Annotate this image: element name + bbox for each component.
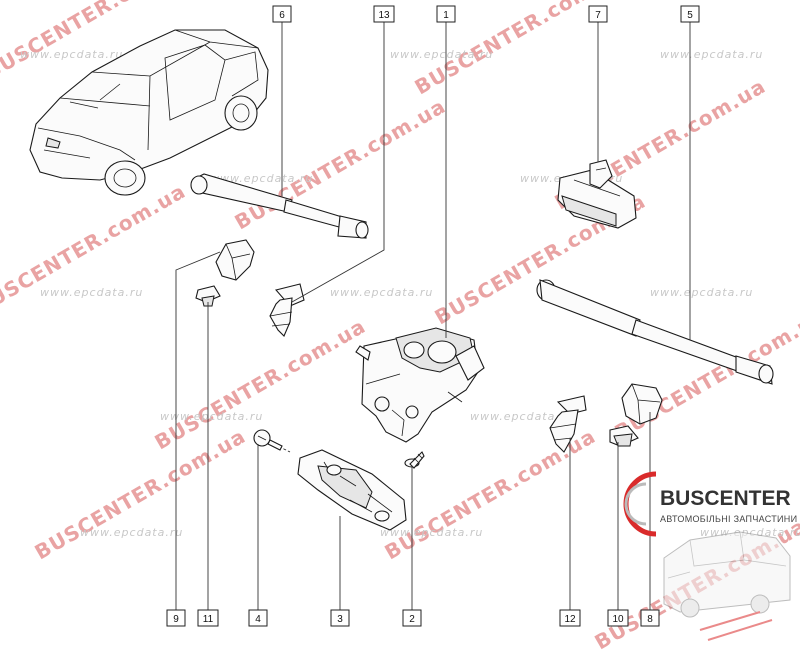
wm-suffix: .com.ua — [354, 94, 449, 163]
plate-lamp-7 — [557, 159, 637, 229]
wm-epc: www.epcdata.ru — [660, 48, 763, 61]
callout-5: 5 — [680, 5, 700, 23]
wm-suffix: .com.ua — [94, 179, 189, 248]
logo-inner-arc-icon — [624, 482, 647, 526]
callout-13: 13 — [373, 5, 395, 23]
gas-strut-6 — [190, 173, 369, 239]
callout-9: 9 — [166, 609, 186, 627]
svg-text:13: 13 — [378, 10, 390, 21]
callout-7: 7 — [588, 5, 608, 23]
wm-epc: www.epcdata.ru — [390, 48, 493, 61]
callout-11: 11 — [197, 609, 219, 627]
bump-stop-9 — [215, 239, 255, 281]
bump-stop-8 — [621, 383, 663, 425]
logo-name: BUSCENTER — [660, 487, 791, 510]
callout-1: 1 — [436, 5, 456, 23]
wm-brand: BUSCENTER — [31, 472, 167, 564]
leader-lines — [175, 18, 691, 612]
buscenter-logo: BUSCENTER АВТОМОБІЛЬНІ ЗАПЧАСТИНИ — [623, 471, 797, 537]
wm-epc: www.epcdata.ru — [40, 286, 143, 299]
gas-strut-5 — [536, 279, 774, 385]
svg-text:12: 12 — [564, 614, 576, 625]
wm-epc: www.epcdata.ru — [80, 526, 183, 539]
wm-epc: www.epcdata.ru — [380, 526, 483, 539]
callout-8: 8 — [640, 609, 660, 627]
svg-text:BUSCENTER.com.ua: BUSCENTER.com.ua — [231, 94, 450, 234]
wm-epc: www.epcdata.ru — [210, 172, 313, 185]
tailgate-lock-1 — [355, 327, 485, 443]
svg-text:9: 9 — [173, 614, 179, 625]
callout-2: 2 — [402, 609, 422, 627]
wm-epc: www.epcdata.ru — [650, 286, 753, 299]
logo-subtitle: АВТОМОБІЛЬНІ ЗАПЧАСТИНИ — [660, 514, 797, 524]
callout-12: 12 — [559, 609, 581, 627]
car-illustration — [29, 29, 269, 196]
screw-2 — [404, 451, 425, 469]
svg-text:11: 11 — [203, 614, 214, 625]
clip-12 — [549, 395, 587, 453]
svg-text:6: 6 — [279, 10, 285, 21]
svg-text:BUSCENTER.com.ua: BUSCENTER.com.ua — [31, 424, 250, 564]
svg-text:1: 1 — [443, 10, 449, 21]
wm-epc: www.epcdata.ru — [20, 48, 123, 61]
wm-suffix: .com.ua — [534, 0, 629, 28]
callout-3: 3 — [330, 609, 350, 627]
clip-13 — [269, 283, 305, 337]
wm-epc: www.epcdata.ru — [330, 286, 433, 299]
svg-text:7: 7 — [595, 10, 601, 21]
wm-epc: www.epcdata.ru — [470, 410, 573, 423]
svg-text:10: 10 — [612, 614, 624, 625]
wm-suffix: .com.ua — [674, 74, 769, 143]
svg-text:8: 8 — [647, 614, 653, 625]
callout-4: 4 — [248, 609, 268, 627]
callout-10: 10 — [607, 609, 629, 627]
wm-brand: BUSCENTER — [0, 227, 106, 319]
bump-cap-10 — [609, 425, 639, 447]
wm-suffix: .com.ua — [104, 0, 199, 13]
wm-epc: www.epcdata.ru — [160, 410, 263, 423]
callout-6: 6 — [272, 5, 292, 23]
svg-text:2: 2 — [409, 614, 415, 625]
van-illustration — [663, 531, 791, 641]
svg-text:5: 5 — [687, 10, 693, 21]
striker-3 — [297, 449, 407, 531]
svg-text:3: 3 — [337, 614, 343, 625]
bump-cap-11 — [195, 285, 221, 307]
svg-text:4: 4 — [255, 614, 261, 625]
logo-arc-icon — [623, 471, 657, 537]
bolt-4 — [253, 429, 291, 453]
